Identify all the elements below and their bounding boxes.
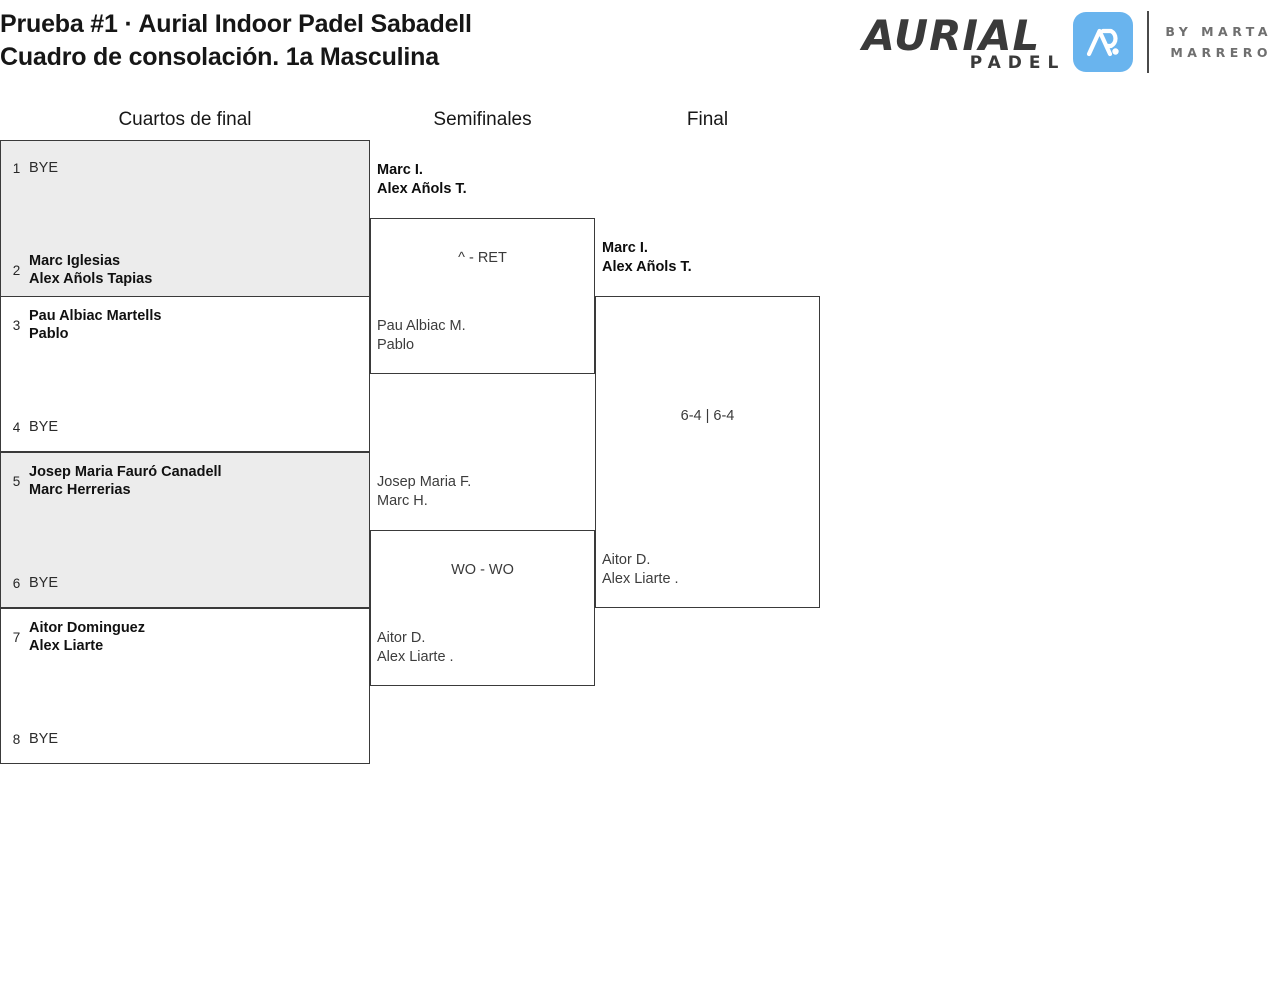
seed-number: 6 — [12, 575, 21, 591]
team-name: Aitor Dominguez Alex Liarte — [29, 620, 145, 654]
bracket-slot-seed-7[interactable]: 7 Aitor Dominguez Alex Liarte — [1, 618, 371, 656]
round-header-semifinals: Semifinales — [433, 109, 532, 130]
round-header-final: Final — [686, 109, 729, 130]
seed-number: 7 — [12, 629, 21, 645]
seed-number: 2 — [12, 262, 21, 278]
seed-number: 5 — [12, 473, 21, 489]
bracket-slot-seed-1[interactable]: 1 BYE — [1, 157, 371, 179]
seed-number: 3 — [12, 317, 21, 333]
team-name: BYE — [29, 419, 59, 435]
aurial-padel-logo: AURIAL PADEL BY MARTA MARRERO — [862, 8, 1272, 76]
quarterfinal-match-2[interactable]: 3 Pau Albiac Martells Pablo 4 BYE — [0, 296, 370, 452]
final-match[interactable]: 6-4 | 6-4 — [595, 296, 820, 608]
bracket-slot-seed-6[interactable]: 6 BYE — [1, 572, 371, 594]
team-name: BYE — [29, 160, 59, 176]
logo-divider — [1147, 11, 1150, 73]
semifinal-1-loser-team: Pau Albiac M. Pablo — [377, 318, 466, 353]
semifinal-1-score: ^ - RET — [458, 250, 507, 266]
final-winner-team: Marc I. Alex Añols T. — [602, 240, 692, 275]
round-header-quarterfinals: Cuartos de final — [118, 109, 252, 130]
logo-wordmark: AURIAL PADEL — [862, 11, 1067, 73]
semifinal-match-2[interactable]: WO - WO — [370, 530, 595, 686]
semifinal-match-1[interactable]: ^ - RET — [370, 218, 595, 374]
semifinal-1-winner-team: Marc I. Alex Añols T. — [377, 162, 467, 197]
logo-monogram-icon — [1073, 12, 1134, 72]
quarterfinal-match-1[interactable]: 1 BYE 2 Marc Iglesias Alex Añols Tapias — [0, 140, 370, 297]
page-title: Prueba #1 · Aurial Indoor Padel Sabadell… — [0, 10, 472, 71]
bracket-slot-seed-8[interactable]: 8 BYE — [1, 728, 371, 750]
seed-number: 4 — [12, 419, 21, 435]
semifinal-2-loser-team: Josep Maria F. Marc H. — [377, 474, 472, 509]
semifinal-2-score: WO - WO — [451, 562, 514, 578]
bracket-slot-seed-2[interactable]: 2 Marc Iglesias Alex Añols Tapias — [1, 251, 371, 289]
page-header: Prueba #1 · Aurial Indoor Padel Sabadell… — [0, 0, 1280, 90]
team-name: BYE — [29, 575, 59, 591]
team-name: Pau Albiac Martells Pablo — [29, 308, 162, 342]
semifinal-2-winner-team: Aitor D. Alex Liarte . — [377, 630, 454, 665]
bracket-slot-seed-4[interactable]: 4 BYE — [1, 416, 371, 438]
logo-brand-text: AURIAL — [862, 11, 1041, 60]
seed-number: 8 — [12, 731, 21, 747]
team-name: Marc Iglesias Alex Añols Tapias — [29, 253, 153, 287]
logo-by-text: BY MARTA MARRERO — [1165, 24, 1272, 60]
bracket-slot-seed-3[interactable]: 3 Pau Albiac Martells Pablo — [1, 306, 371, 344]
final-runnerup-team: Aitor D. Alex Liarte . — [602, 552, 679, 587]
seed-number: 1 — [12, 160, 21, 176]
quarterfinal-match-4[interactable]: 7 Aitor Dominguez Alex Liarte 8 BYE — [0, 608, 370, 764]
final-score: 6-4 | 6-4 — [680, 408, 735, 424]
logo-sub-text: PADEL — [969, 53, 1066, 73]
team-name: BYE — [29, 731, 59, 747]
quarterfinal-match-3[interactable]: 5 Josep Maria Fauró Canadell Marc Herrer… — [0, 452, 370, 608]
bracket-slot-seed-5[interactable]: 5 Josep Maria Fauró Canadell Marc Herrer… — [1, 462, 371, 500]
team-name: Josep Maria Fauró Canadell Marc Herreria… — [29, 464, 222, 498]
